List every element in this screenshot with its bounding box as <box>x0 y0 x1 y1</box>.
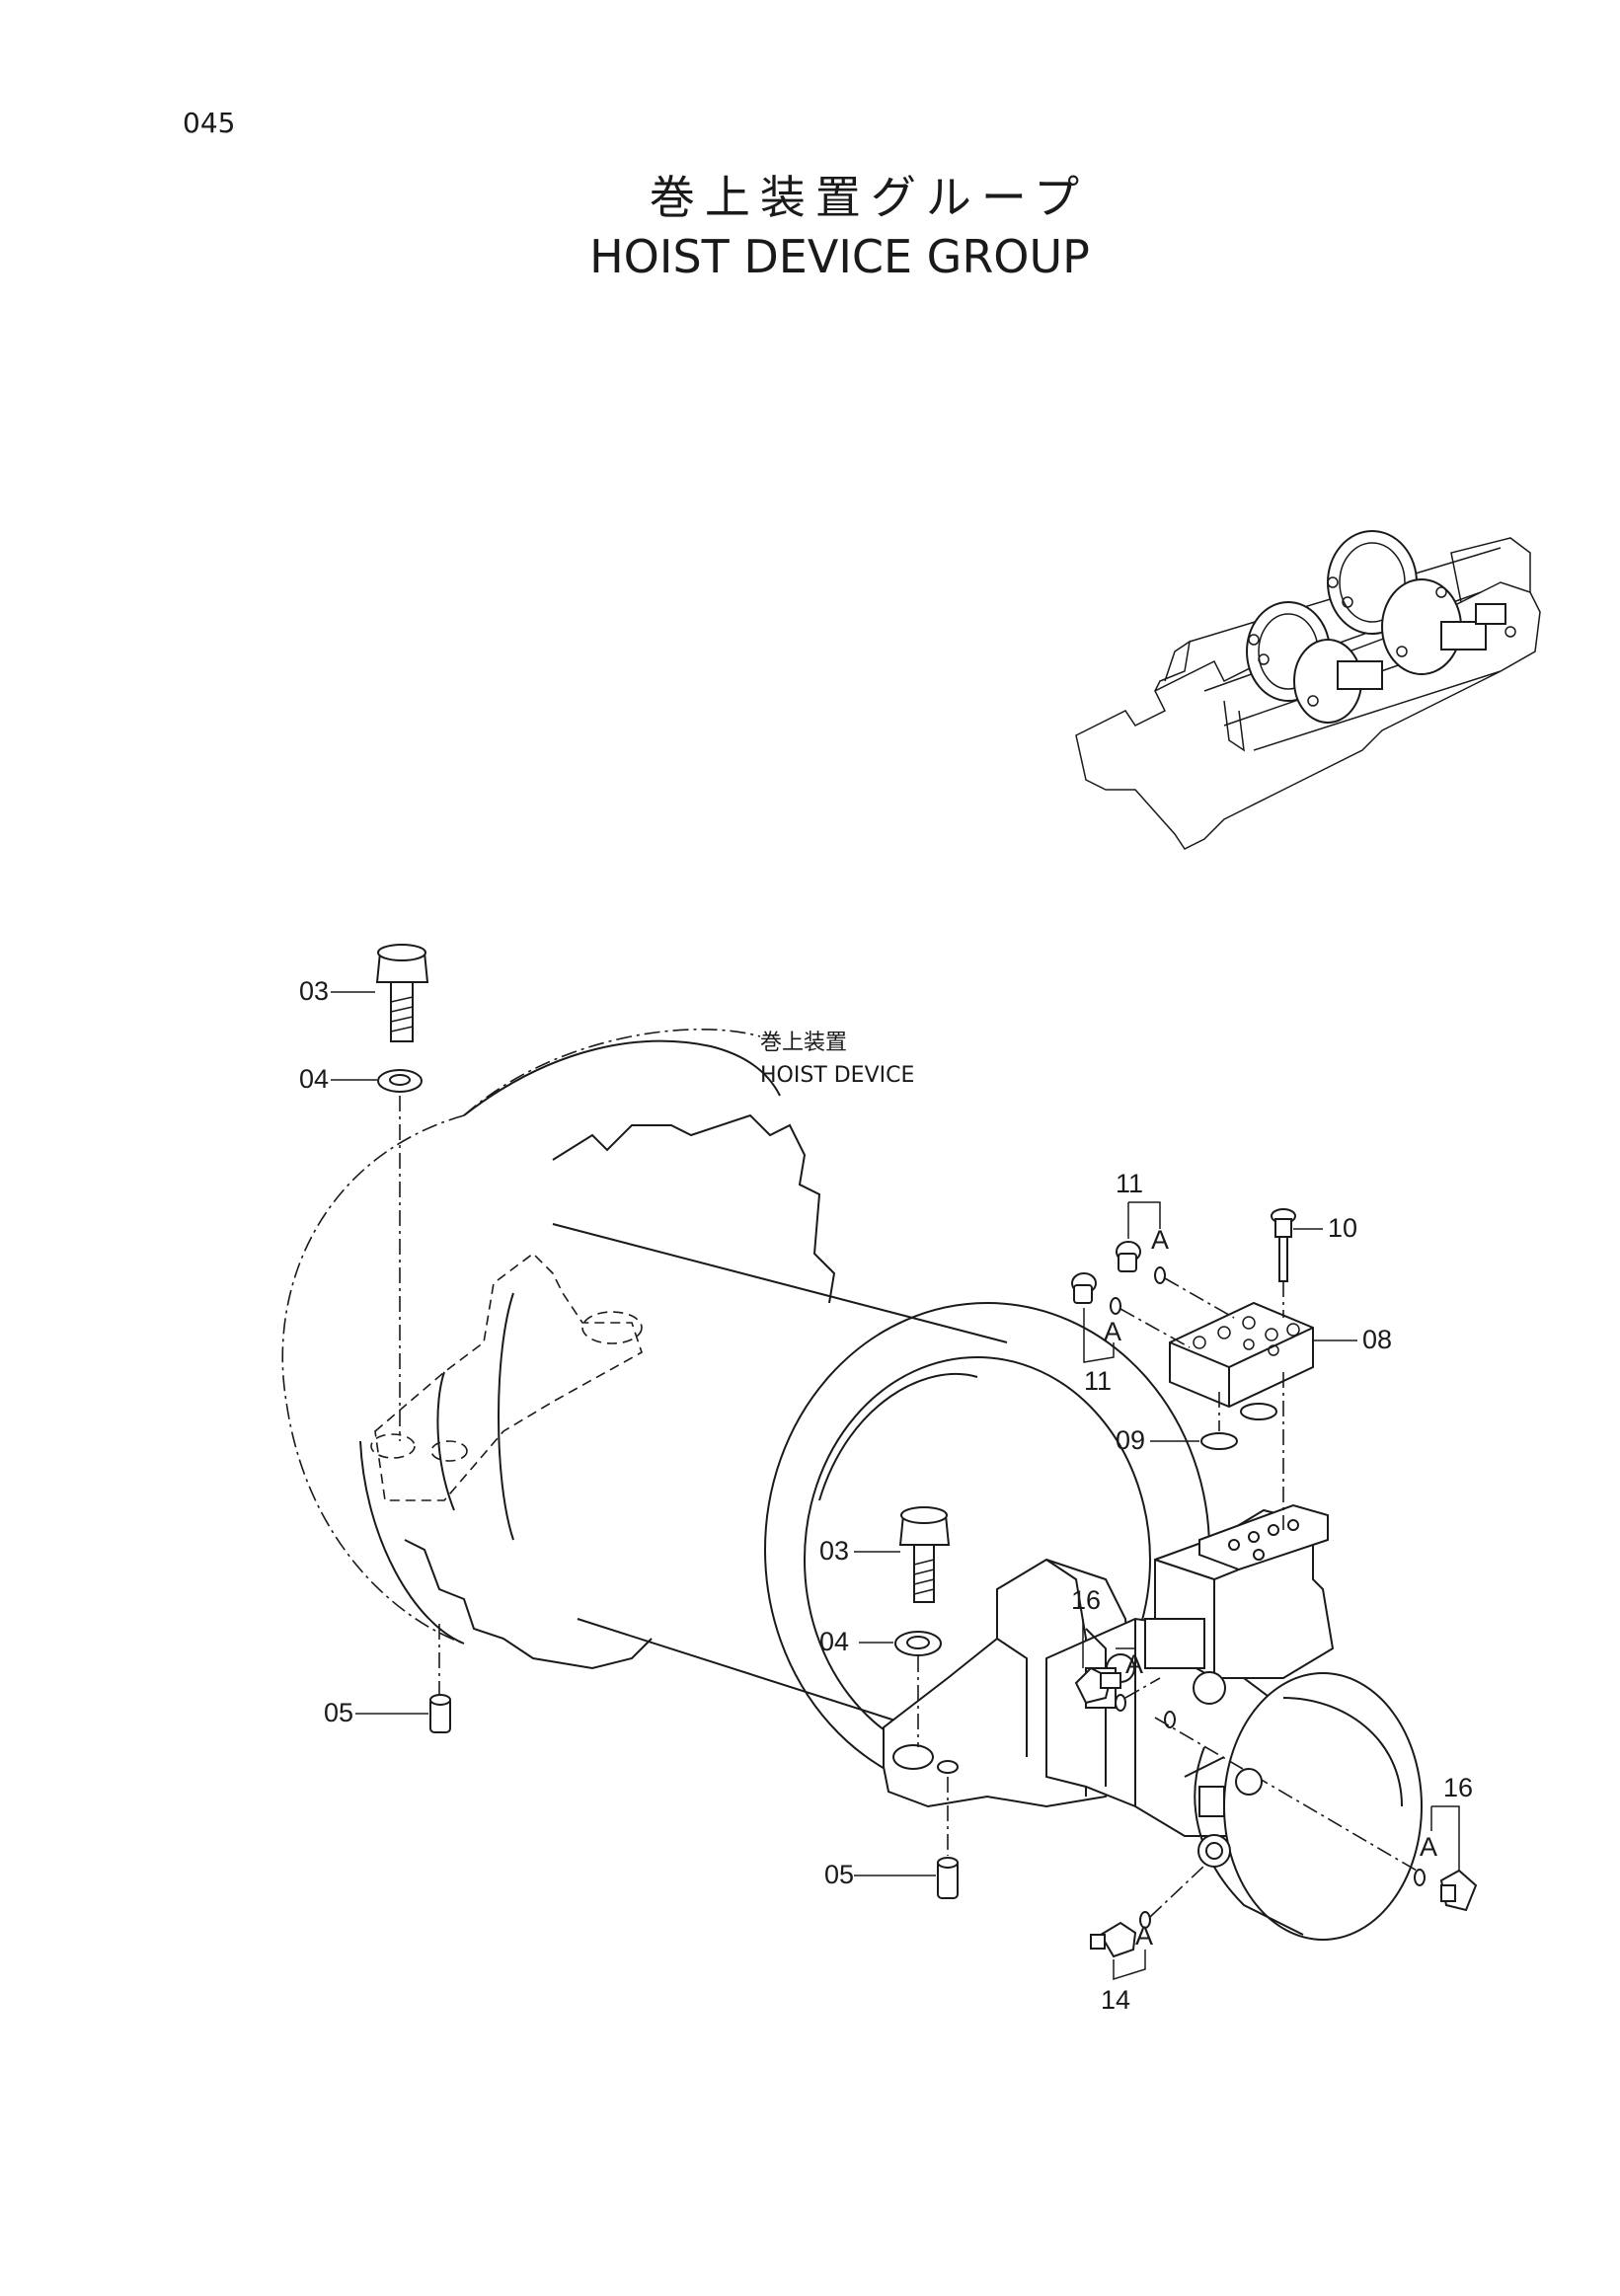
title-japanese: 巻上装置グループ <box>649 171 1090 224</box>
callout-a-4: A <box>1420 1832 1437 1862</box>
callout-16-upper: 16 <box>1071 1585 1101 1615</box>
location-inset <box>1075 530 1541 850</box>
dowel-05-right <box>937 1857 959 1899</box>
assembly-label-english: HOIST DEVICE <box>760 1063 914 1088</box>
callout-05-right: 05 <box>824 1860 854 1889</box>
callout-08: 08 <box>1362 1325 1392 1354</box>
hoist-drum-assembly <box>281 1029 1423 1941</box>
callout-11-lower: 11 <box>1084 1366 1112 1396</box>
washer-04-left <box>377 1069 423 1093</box>
callout-a-5: A <box>1135 1921 1153 1951</box>
callout-14: 14 <box>1101 1985 1130 2015</box>
bolt-10 <box>1271 1208 1296 1282</box>
callout-a-2: A <box>1104 1317 1121 1346</box>
callout-10: 10 <box>1328 1213 1357 1243</box>
callout-03-right: 03 <box>819 1536 849 1566</box>
title-english: HOIST DEVICE GROUP <box>589 230 1090 283</box>
plug-11-lower <box>1071 1272 1097 1304</box>
bolt-03-left <box>375 944 429 1042</box>
callout-03-left: 03 <box>299 976 329 1006</box>
washer-04-right <box>894 1631 942 1656</box>
callout-a-3: A <box>1125 1649 1143 1679</box>
callout-04-right: 04 <box>819 1627 849 1656</box>
callout-04-left: 04 <box>299 1064 329 1094</box>
valve-plate-08 <box>1169 1301 1314 1409</box>
dowel-05-left <box>429 1694 451 1733</box>
assembly-label-japanese: 巻上装置 <box>760 1031 847 1055</box>
callout-09: 09 <box>1116 1425 1145 1455</box>
fitting-14 <box>1090 1921 1137 1958</box>
callout-05-left: 05 <box>324 1698 353 1727</box>
callout-16-right: 16 <box>1443 1773 1473 1802</box>
plug-11-upper <box>1116 1241 1141 1272</box>
fitting-16-upper <box>1074 1666 1121 1705</box>
leader-lines <box>331 991 1460 1981</box>
bolt-03-right <box>898 1506 951 1603</box>
fitting-16-right <box>1439 1869 1478 1912</box>
callout-11-upper: 11 <box>1116 1169 1143 1198</box>
o-ring-09 <box>1200 1403 1277 1450</box>
callout-a-1: A <box>1151 1225 1169 1255</box>
title-block: 巻上装置グループ HOIST DEVICE GROUP <box>0 168 1620 286</box>
page-number: 045 <box>183 107 236 139</box>
